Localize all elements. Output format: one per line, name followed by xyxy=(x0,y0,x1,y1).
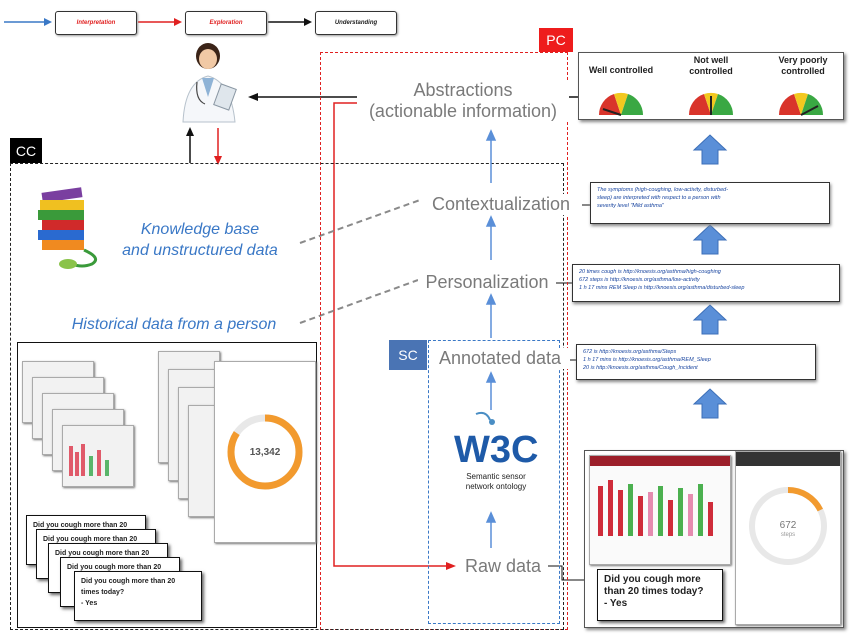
gauge-label-very-poorly-line1: Very poorly xyxy=(778,55,828,65)
pers-line2: 672 steps is http://knoesis.org/asthma/l… xyxy=(579,277,700,283)
question-answer: - Yes xyxy=(81,600,98,607)
steps-hist-value: 13,342 xyxy=(250,447,281,458)
ann-line1: 672 is http://knoesis.org/asthma/Steps xyxy=(583,349,677,355)
cc-tag: CC xyxy=(10,138,42,163)
knowledge-base-line2: and unstructured data xyxy=(122,242,278,259)
steps-main-value: 672 xyxy=(779,520,797,531)
knowledge-base-line1: Knowledge base xyxy=(140,221,260,238)
pc-tag: PC xyxy=(539,28,573,52)
stage-abstractions-title: Abstractions xyxy=(413,80,513,100)
legend-exploration: Exploration xyxy=(185,11,267,35)
steps-ring: 13,342 xyxy=(227,414,303,490)
context-line2: sleep) are interpreted with respect to a… xyxy=(597,195,721,201)
w3c-logo-icon: W3C xyxy=(454,411,538,471)
w3c-caption-line1: Semantic sensor xyxy=(466,472,526,481)
sleep-bars xyxy=(598,480,713,536)
knowledge-base-label: Knowledge base and unstructured data xyxy=(100,219,300,261)
gauge-label-well: Well controlled xyxy=(588,65,654,75)
historical-panel: 13,342 Did you cough more than 20 Did yo… xyxy=(17,342,317,628)
doctor-icon xyxy=(182,43,237,123)
stage-personalization: Personalization xyxy=(418,272,556,293)
gauge-label-very-poorly-line2: controlled xyxy=(781,66,825,76)
main-question-line2: than 20 times today? xyxy=(604,586,704,597)
history-screen xyxy=(62,425,134,487)
steps-main-unit: steps xyxy=(780,532,796,538)
gauge-label-not-well-line2: controlled xyxy=(689,66,733,76)
sleep-screen xyxy=(589,455,731,565)
gauge-label-not-well-line1: Not well xyxy=(693,55,729,65)
ann-line2: 1 h 17 mins is http://knoesis.org/asthma… xyxy=(583,357,711,363)
sc-region xyxy=(428,340,560,624)
stage-abstractions: Abstractions (actionable information) xyxy=(357,80,569,122)
steps-screen-header xyxy=(736,452,840,466)
main-question-answer: - Yes xyxy=(604,598,628,609)
question-text: Did you cough more than 20 xyxy=(55,550,150,557)
question-card: Did you cough more than 20 times today? … xyxy=(74,571,202,621)
main-question-line1: Did you cough more xyxy=(604,574,701,585)
raw-data-panel: 672 steps Did you cough more than 20 tim… xyxy=(584,450,844,628)
w3c-logo-text: W3C xyxy=(454,429,538,471)
stage-annotated-data: Annotated data xyxy=(430,348,570,369)
context-line1: The symptoms (high-coughing, low-activit… xyxy=(597,187,729,193)
legend-interpretation: Interpretation xyxy=(55,11,137,35)
w3c-caption-line2: network ontology xyxy=(465,482,527,491)
question-line1: Did you cough more than 20 xyxy=(81,578,176,585)
stage-raw-data: Raw data xyxy=(458,556,548,577)
history-bars xyxy=(69,444,109,476)
main-question-card: Did you cough more than 20 times today? … xyxy=(597,569,723,621)
contextualization-box: The symptoms (high-coughing, low-activit… xyxy=(590,182,830,224)
pers-line3: 1 h 17 mins REM Sleep is http://knoesis.… xyxy=(579,285,745,291)
stage-contextualization: Contextualization xyxy=(420,194,582,215)
steps-main-ring xyxy=(749,487,827,565)
w3c-ontology: W3C Semantic sensor network ontology xyxy=(446,410,546,510)
gauge-label-not-well: Not well controlled xyxy=(675,55,747,77)
steps-screen: 13,342 xyxy=(214,361,316,543)
question-line2: times today? xyxy=(81,589,125,596)
question-text: Did you cough more than 20 xyxy=(43,536,138,543)
gauge-icons xyxy=(598,92,824,116)
question-text: Did you cough more than 20 xyxy=(33,522,128,529)
cc-region xyxy=(10,163,564,630)
question-text: Did you cough more than 20 xyxy=(67,564,162,571)
sc-tag: SC xyxy=(389,340,427,370)
historical-data-label: Historical data from a person xyxy=(71,316,277,333)
personalization-box: 20 times cough is http://knoesis.org/ast… xyxy=(572,264,840,302)
legend-understanding: Understanding xyxy=(315,11,397,35)
steps-screen-main: 672 steps xyxy=(735,451,841,625)
pers-line1: 20 times cough is http://knoesis.org/ast… xyxy=(579,269,721,275)
w3c-caption: Semantic sensor network ontology xyxy=(446,472,546,492)
stage-abstractions-subtitle: (actionable information) xyxy=(368,101,558,121)
ann-line3: 20 is http://knoesis.org/asthma/Cough_In… xyxy=(583,365,698,371)
sleep-screen-header xyxy=(590,456,730,466)
legend-arrows xyxy=(4,18,312,26)
gauge-label-very-poorly: Very poorly controlled xyxy=(765,55,841,77)
context-line3: severity level "Mild asthma" xyxy=(597,203,664,209)
books-icon xyxy=(38,187,98,269)
annotated-box: 672 is http://knoesis.org/asthma/Steps 1… xyxy=(576,344,816,380)
gauges-panel: Well controlled Not well controlled Very… xyxy=(578,52,844,120)
